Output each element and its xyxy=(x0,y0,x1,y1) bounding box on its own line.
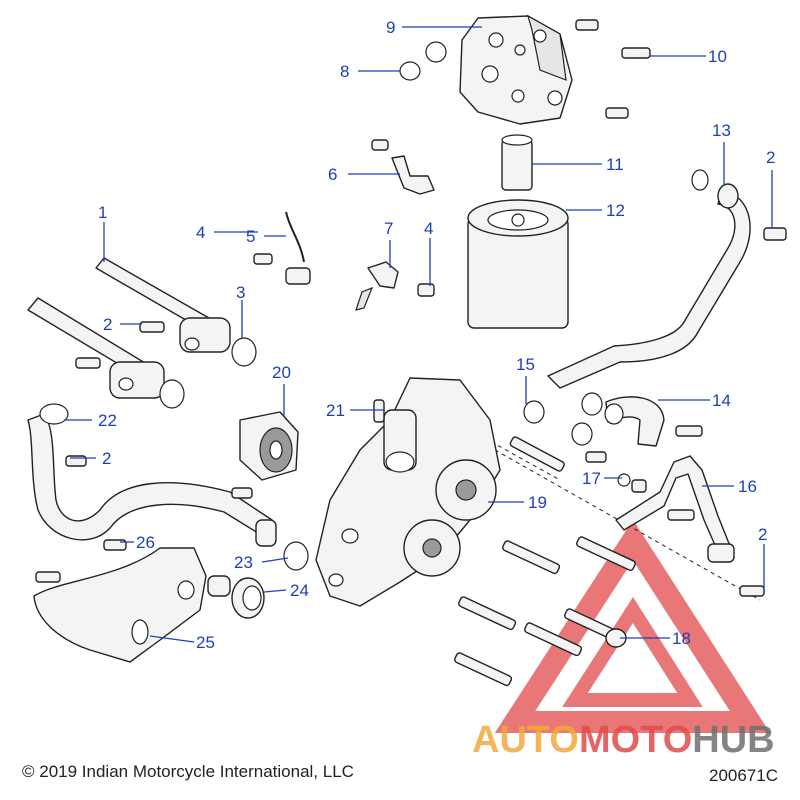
callout-24: 24 xyxy=(290,581,309,600)
callout-21: 21 xyxy=(326,401,345,420)
callout-18: 18 xyxy=(672,629,691,648)
oil-feed-tube xyxy=(547,169,787,389)
callout-13: 13 xyxy=(712,121,731,140)
callout-20: 20 xyxy=(272,363,291,382)
callout-1: 1 xyxy=(98,203,107,222)
callout-16: 16 xyxy=(738,477,757,496)
tube-screws xyxy=(35,455,253,583)
callout-4: 4 xyxy=(424,219,433,238)
seal-rings xyxy=(523,392,603,446)
callout-25: 25 xyxy=(196,633,215,652)
watermark-moto: MOTO xyxy=(579,719,692,761)
callout-2: 2 xyxy=(103,315,112,334)
callout-4: 4 xyxy=(196,223,205,242)
leader-lines xyxy=(64,26,773,643)
bolt-set xyxy=(575,19,651,119)
callout-15: 15 xyxy=(516,355,535,374)
callout-22: 22 xyxy=(98,411,117,430)
o-ring-pair xyxy=(399,41,447,81)
drawing-number: 200671C xyxy=(708,766,778,785)
elbow-fitting xyxy=(604,396,665,447)
callout-2: 2 xyxy=(766,148,775,167)
oil-return-tube xyxy=(27,403,277,547)
callout-23: 23 xyxy=(234,553,253,572)
callout-19: 19 xyxy=(528,493,547,512)
oil-filter xyxy=(467,199,569,329)
callout-14: 14 xyxy=(712,391,731,410)
callout-9: 9 xyxy=(386,18,395,37)
oil-pump-body xyxy=(315,377,501,607)
seal-ring xyxy=(231,541,309,619)
callout-10: 10 xyxy=(708,47,727,66)
callout-2: 2 xyxy=(758,525,767,544)
oil-filter-housing xyxy=(459,14,573,125)
sensor-bracket xyxy=(371,139,435,195)
callout-8: 8 xyxy=(340,62,349,81)
oil-tube-lower xyxy=(27,297,165,399)
callout-5: 5 xyxy=(246,227,255,246)
filter-adapter-sleeve xyxy=(501,134,533,191)
screws xyxy=(75,321,165,369)
oil-pump-rotor xyxy=(239,411,299,481)
bolt-bundle xyxy=(454,425,765,687)
copyright-notice: © 2019 Indian Motorcycle International, … xyxy=(22,762,354,781)
watermark-auto: AUTO xyxy=(472,719,579,761)
o-rings xyxy=(159,337,257,409)
watermark-hub: HUB xyxy=(692,719,774,761)
callout-12: 12 xyxy=(606,201,625,220)
callout-6: 6 xyxy=(328,165,337,184)
callout-17: 17 xyxy=(582,469,601,488)
temperature-sensor xyxy=(355,261,435,311)
watermark-text: AUTOMOTOHUB xyxy=(472,719,775,761)
wire-sensor xyxy=(253,211,311,285)
callout-2: 2 xyxy=(102,449,111,468)
callout-labels: 1 2 2 2 2 3 4 4 5 6 7 8 9 10 11 12 13 14… xyxy=(98,18,775,652)
callout-3: 3 xyxy=(236,283,245,302)
oil-line xyxy=(615,455,735,563)
oil-pan-cover xyxy=(33,547,231,663)
oil-tube-upper xyxy=(95,257,231,353)
callout-7: 7 xyxy=(384,219,393,238)
callout-11: 11 xyxy=(606,155,624,174)
callout-26: 26 xyxy=(136,533,155,552)
watermark-logo xyxy=(494,519,771,733)
